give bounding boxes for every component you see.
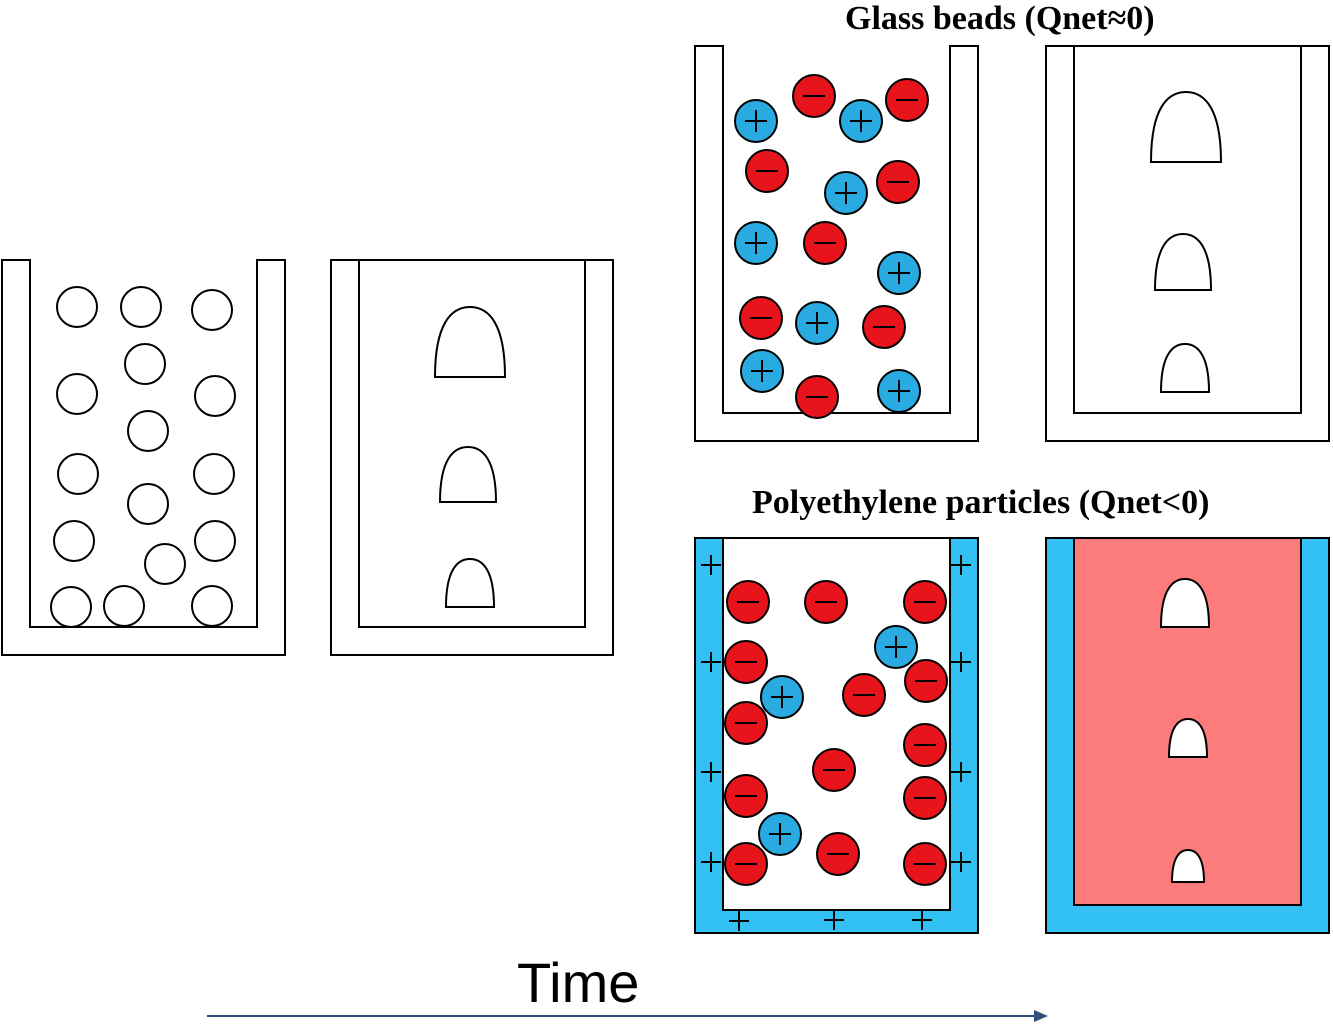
time-label: Time (517, 951, 640, 1014)
neutral-particle-16 (191, 585, 233, 627)
neutral-particle-4 (124, 343, 166, 385)
neutral-particle-12 (194, 520, 236, 562)
glass-particles-container (694, 45, 979, 442)
pe-bubble-medium (1167, 717, 1209, 758)
neutral-particle-5 (56, 373, 98, 415)
glass-bubble-medium (1153, 232, 1213, 291)
neutral-particle-15 (103, 585, 145, 627)
polyethylene-title: Polyethylene particles (Qnet<0) (752, 484, 1210, 521)
initial-bubble-small (444, 557, 496, 608)
neutral-particle-6 (194, 375, 236, 417)
time-arrow-head (1034, 1010, 1048, 1022)
neutral-particle-8 (57, 453, 99, 495)
neutral-particle-7 (127, 410, 169, 452)
neutral-particle-13 (144, 543, 186, 585)
neutral-particle-3 (191, 289, 233, 331)
glass-beads-title: Glass beads (Qnet≈0) (845, 0, 1155, 37)
neutral-particle-14 (50, 586, 92, 628)
pe-bubble-large (1159, 577, 1211, 628)
initial-bubble-medium (438, 445, 498, 503)
glass-bubble-large (1149, 90, 1223, 163)
neutral-particle-11 (53, 520, 95, 562)
shapes-layer (1, 45, 1330, 1022)
initial-particles-container (1, 259, 286, 656)
pe-bubble-small (1170, 848, 1206, 883)
neutral-particle-10 (127, 483, 169, 525)
neutral-particle-9 (193, 453, 235, 495)
neutral-particle-1 (56, 286, 98, 328)
neutral-particle-2 (120, 286, 162, 328)
glass-bubble-small (1159, 342, 1211, 393)
initial-bubble-large (433, 305, 507, 378)
